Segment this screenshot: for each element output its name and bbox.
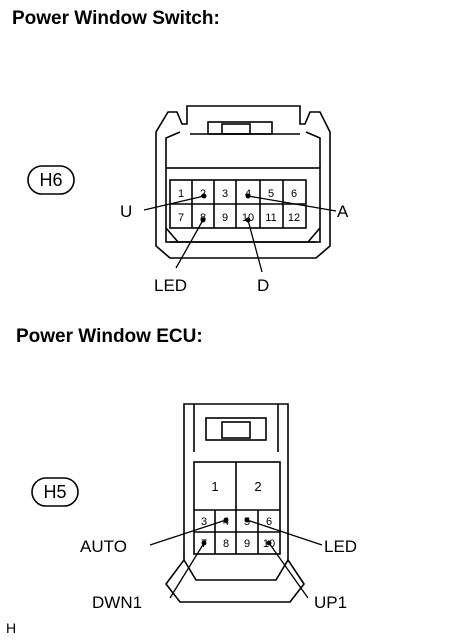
h6-badge-label: H6 — [39, 170, 62, 190]
terminal-label-led: LED — [154, 276, 187, 295]
terminal-label-up1: UP1 — [314, 593, 347, 612]
h5-badge-label: H5 — [43, 482, 66, 502]
pin-label: 8 — [223, 538, 229, 550]
terminal-label-auto: AUTO — [80, 537, 127, 556]
pin-label: 11 — [265, 212, 276, 224]
h6-badge-outline — [27, 165, 75, 195]
pin-label: 1 — [211, 479, 218, 494]
ecu-heading: Power Window ECU: — [16, 326, 203, 347]
switch-connector — [155, 105, 331, 259]
pin-label: 3 — [201, 516, 207, 528]
pin-label: 12 — [288, 212, 300, 224]
terminal-label-dwn1: DWN1 — [92, 593, 142, 612]
terminal-label-a: A — [337, 202, 349, 221]
footer-letter: H — [6, 620, 17, 636]
terminal-label-led-ecu: LED — [324, 537, 357, 556]
pin-label: 6 — [266, 516, 272, 528]
ecu-leader-lines — [149, 517, 323, 599]
terminal-label-d: D — [257, 276, 269, 295]
pin-label: 9 — [244, 538, 250, 550]
h5-badge-outline — [31, 477, 79, 507]
pin-label: 7 — [178, 212, 184, 224]
pin-label: 2 — [254, 479, 261, 494]
switch-leader-lines — [143, 193, 337, 273]
switch-heading: Power Window Switch: — [12, 8, 220, 29]
pin-label: 3 — [222, 188, 228, 200]
pin-label: 1 — [178, 188, 184, 200]
pin-label: 5 — [268, 188, 274, 200]
pin-label: 6 — [291, 188, 297, 200]
terminal-label-u: U — [120, 202, 132, 221]
pin-label: 9 — [222, 212, 228, 224]
ecu-connector — [164, 403, 305, 603]
